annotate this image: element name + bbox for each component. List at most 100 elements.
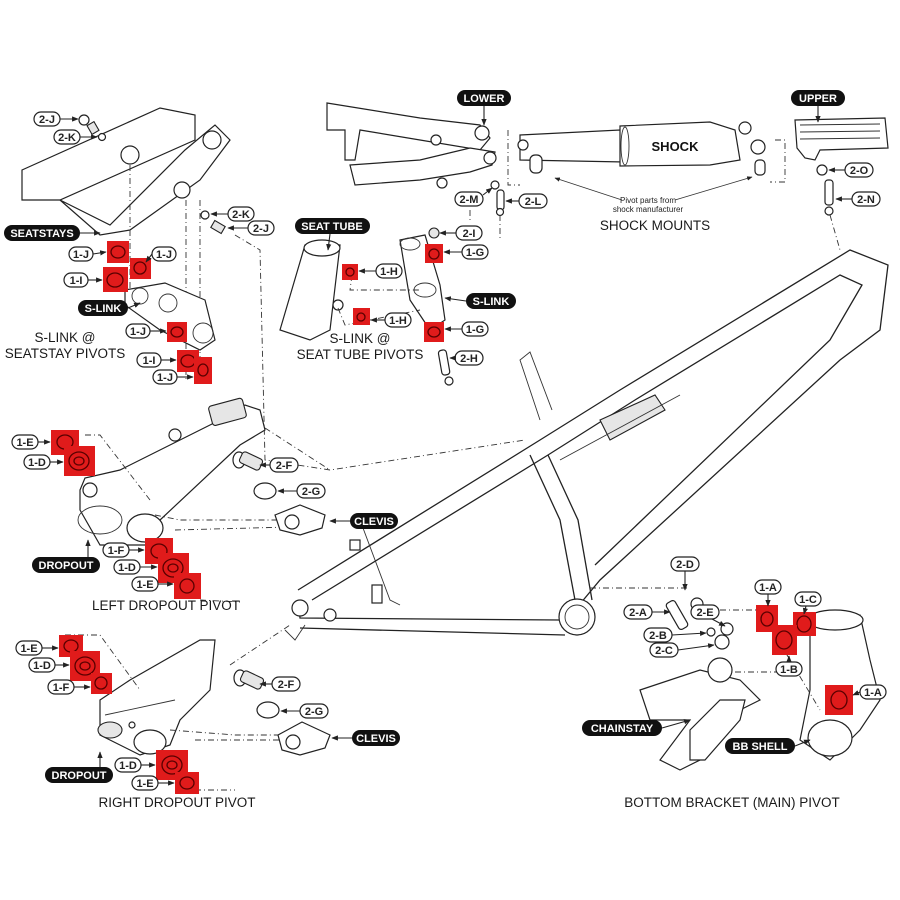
callout-1-a-bb: 1-A — [859, 684, 887, 700]
svg-text:1-F: 1-F — [108, 545, 125, 557]
bearing-1-j-c — [167, 322, 187, 342]
callout-2-a: 2-A — [623, 604, 653, 620]
tag-lower: LOWER — [457, 90, 511, 106]
svg-text:shock manufacturer: shock manufacturer — [613, 205, 684, 214]
svg-text:1-G: 1-G — [466, 247, 484, 259]
bearing-1-h-b — [353, 308, 370, 325]
callout-1-f-r: 1-F — [47, 679, 75, 695]
svg-text:1-I: 1-I — [70, 275, 83, 287]
callout-1-e-r1: 1-E — [15, 640, 43, 656]
svg-text:SEAT TUBE PIVOTS: SEAT TUBE PIVOTS — [297, 347, 424, 362]
callout-2-c: 2-C — [649, 642, 679, 658]
callout-2-d: 2-D — [670, 556, 700, 572]
callout-2-f-l: 2-F — [269, 457, 299, 473]
bearing-1-g-a — [425, 244, 443, 263]
callout-2-b: 2-B — [643, 627, 673, 643]
callout-2-j-b: 2-J — [247, 220, 275, 236]
bearing-1-b — [772, 625, 797, 655]
svg-text:1-E: 1-E — [16, 437, 33, 449]
right-dropout-bearings — [59, 635, 199, 794]
callout-2-j-a: 2-J — [33, 111, 61, 127]
svg-text:UPPER: UPPER — [799, 93, 837, 105]
lower-link — [326, 102, 497, 189]
svg-text:2-K: 2-K — [58, 132, 76, 144]
callout-1-e-l2: 1-E — [131, 576, 159, 592]
callout-1-j-a: 1-J — [68, 246, 94, 262]
callout-1-i-a: 1-I — [63, 272, 89, 288]
svg-text:1-E: 1-E — [136, 579, 153, 591]
callout-2-e: 2-E — [690, 604, 720, 620]
title-shock-mounts: SHOCK MOUNTS — [600, 218, 710, 233]
svg-text:1-J: 1-J — [130, 326, 146, 338]
left-clevis-hardware — [232, 451, 326, 536]
seat-tube-bearings — [342, 244, 444, 342]
seatstay-hardware — [78, 114, 226, 235]
tag-chainstay: CHAINSTAY — [582, 720, 662, 736]
bearing-1-j-d — [194, 357, 212, 384]
svg-text:1-E: 1-E — [136, 778, 153, 790]
svg-text:2-C: 2-C — [655, 645, 673, 657]
bearing-1-h-a — [342, 264, 358, 280]
svg-text:Pivot parts from: Pivot parts from — [620, 196, 676, 205]
svg-text:1-A: 1-A — [864, 687, 882, 699]
svg-text:2-N: 2-N — [857, 194, 875, 206]
callout-1-h-a: 1-H — [375, 263, 403, 279]
seatstay-bearings — [103, 241, 212, 384]
callout-2-g-r: 2-G — [299, 703, 329, 719]
tag-s-link-a: S-LINK — [78, 300, 128, 316]
callout-2-h: 2-H — [454, 350, 484, 366]
tag-bb-shell: BB SHELL — [725, 738, 795, 754]
right-dropout-assembly — [65, 624, 291, 791]
svg-text:1-D: 1-D — [118, 562, 136, 574]
main-frame — [284, 249, 889, 641]
svg-text:1-D: 1-D — [33, 660, 51, 672]
svg-text:2-F: 2-F — [278, 679, 295, 691]
svg-text:2-J: 2-J — [39, 114, 55, 126]
callout-2-k-b: 2-K — [227, 206, 255, 222]
bearing-1-j-b — [130, 258, 151, 279]
svg-text:1-D: 1-D — [28, 457, 46, 469]
callout-1-b: 1-B — [775, 661, 803, 677]
bearing-1-e-l2 — [174, 573, 201, 599]
svg-text:1-A: 1-A — [759, 582, 777, 594]
shock-assembly — [507, 121, 786, 186]
right-clevis-hardware — [233, 669, 331, 756]
upper-mount — [794, 117, 889, 161]
svg-text:1-J: 1-J — [157, 372, 173, 384]
bearing-1-e-r2 — [175, 772, 199, 794]
svg-text:2-F: 2-F — [276, 460, 293, 472]
svg-text:1-J: 1-J — [156, 249, 172, 261]
tag-dropout-left: DROPOUT — [32, 557, 100, 573]
svg-text:S-LINK @: S-LINK @ — [35, 330, 96, 345]
svg-text:2-K: 2-K — [232, 209, 250, 221]
callout-1-h-b: 1-H — [384, 312, 412, 328]
title-bottom-bracket-pivot: BOTTOM BRACKET (MAIN) PIVOT — [624, 795, 840, 810]
svg-text:BB SHELL: BB SHELL — [733, 741, 788, 753]
callout-1-e-r2: 1-E — [131, 775, 159, 791]
svg-text:2-G: 2-G — [305, 706, 323, 718]
svg-text:1-D: 1-D — [119, 760, 137, 772]
svg-text:2-O: 2-O — [850, 165, 869, 177]
callout-2-o: 2-O — [844, 162, 874, 178]
svg-text:2-E: 2-E — [696, 607, 713, 619]
svg-text:1-G: 1-G — [466, 324, 484, 336]
svg-text:CHAINSTAY: CHAINSTAY — [591, 723, 654, 735]
callout-1-j-b: 1-J — [151, 246, 177, 262]
seat-tube-assembly — [279, 234, 446, 341]
bb-bearings — [756, 605, 853, 715]
title-seatstay-pivots: S-LINK @ SEATSTAY PIVOTS — [5, 330, 126, 361]
shock-label: SHOCK — [652, 139, 700, 154]
svg-text:1-F: 1-F — [53, 682, 70, 694]
svg-text:S-LINK: S-LINK — [473, 296, 510, 308]
callout-2-m: 2-M — [454, 191, 484, 207]
bearing-1-i-a — [103, 267, 128, 292]
title-left-dropout-pivot: LEFT DROPOUT PIVOT — [92, 598, 240, 613]
title-right-dropout-pivot: RIGHT DROPOUT PIVOT — [98, 795, 255, 810]
bearing-1-j-a — [107, 241, 129, 263]
callout-1-d-r1: 1-D — [28, 657, 56, 673]
tag-upper: UPPER — [791, 90, 845, 106]
callout-1-g-a: 1-G — [461, 244, 489, 260]
callout-1-d-l2: 1-D — [113, 559, 141, 575]
svg-text:2-L: 2-L — [525, 196, 542, 208]
title-seat-tube-pivots: S-LINK @ SEAT TUBE PIVOTS — [297, 331, 424, 362]
